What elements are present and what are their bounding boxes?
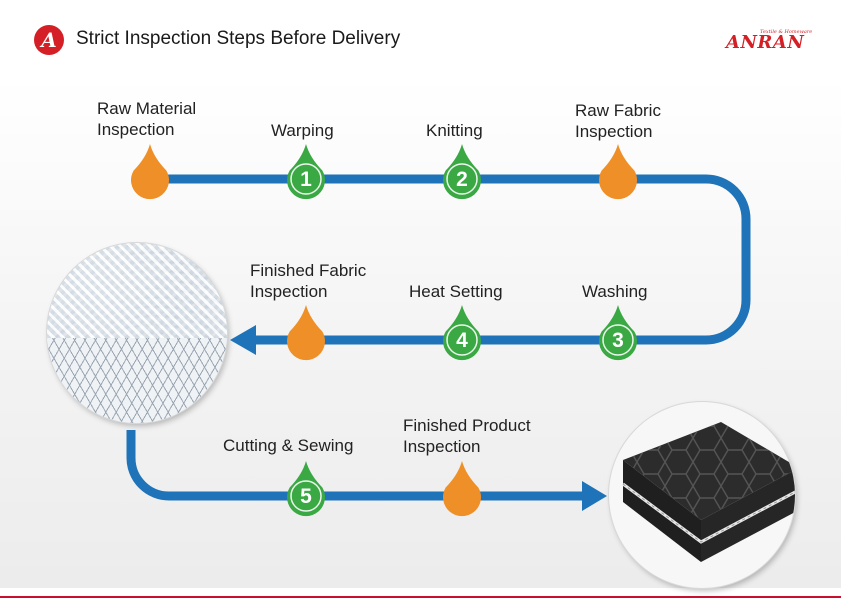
- finished-product-inspection-marker: [443, 461, 481, 517]
- flow-markers: 1 2 3 4 5: [131, 144, 638, 517]
- cutting-sewing-marker: 5: [287, 461, 325, 517]
- finished-product-inspection-label: Finished Product Inspection: [403, 415, 531, 457]
- washing-marker: 3: [599, 305, 638, 361]
- raw-material-inspection-marker-drop: [131, 144, 170, 200]
- raw-fabric-inspection-marker-drop: [598, 144, 637, 200]
- heat-setting-label: Heat Setting: [409, 282, 503, 301]
- mattress-illustration: [622, 422, 795, 562]
- raw-material-inspection-line1: Raw Material: [97, 99, 197, 118]
- arrowhead-left-icon: [230, 325, 256, 355]
- cutting-sewing-marker-ring: [290, 480, 322, 512]
- raw-fabric-inspection-label: Raw Fabric Inspection: [575, 100, 661, 142]
- raw-material-inspection-marker: [131, 144, 170, 200]
- heat-setting-marker-ring: [446, 324, 478, 356]
- finished-fabric-inspection-line2: Inspection: [250, 282, 328, 301]
- flow-lines: [126, 174, 751, 511]
- warping-marker-number: 1: [300, 168, 312, 191]
- logo-wordmark: ANRAN: [726, 32, 805, 53]
- finished-fabric-inspection-marker-drop: [287, 305, 325, 361]
- knitting-marker: 2: [442, 144, 481, 200]
- raw-material-inspection-line2: Inspection: [97, 120, 175, 139]
- flow-line-lower: [126, 430, 586, 501]
- page-title: Strict Inspection Steps Before Delivery: [76, 28, 401, 49]
- anran-logo: Textile & Homeware ANRAN: [726, 28, 816, 56]
- knitting-marker-number: 2: [456, 168, 468, 191]
- raw-fabric-inspection-marker: [598, 144, 637, 200]
- flow-line-main: [150, 174, 751, 345]
- heat-setting-marker-drop: [443, 305, 481, 361]
- arrowhead-right-icon: [582, 481, 607, 511]
- warping-marker: 1: [287, 144, 325, 200]
- washing-label: Washing: [582, 282, 648, 301]
- finished-product-inspection-line1: Finished Product: [403, 416, 531, 435]
- knitting-label: Knitting: [426, 121, 483, 140]
- cutting-sewing-marker-drop: [287, 461, 325, 517]
- warping-marker-drop: [287, 144, 325, 200]
- fabric-mesh-texture: [47, 338, 227, 423]
- washing-marker-number: 3: [612, 329, 624, 352]
- finished-product-inspection-marker-drop: [443, 461, 481, 517]
- heat-setting-marker: 4: [443, 305, 481, 361]
- washing-marker-drop: [599, 305, 638, 361]
- finished-fabric-inspection-marker: [287, 305, 325, 361]
- raw-fabric-inspection-line1: Raw Fabric: [575, 101, 661, 120]
- cutting-sewing-label: Cutting & Sewing: [223, 436, 354, 455]
- brand-badge-icon: A: [34, 25, 64, 55]
- washing-marker-ring: [602, 324, 634, 356]
- heat-setting-marker-number: 4: [456, 329, 468, 352]
- knitting-marker-ring: [446, 163, 478, 195]
- mattress-photo: [609, 402, 795, 588]
- bottom-divider: [0, 596, 841, 598]
- knitting-marker-drop: [442, 144, 481, 200]
- fabric-knit-texture: [47, 243, 227, 353]
- logo-tagline: Textile & Homeware: [760, 29, 813, 35]
- fabric-photo: [47, 243, 227, 423]
- finished-fabric-inspection-label: Finished Fabric Inspection: [250, 260, 366, 302]
- raw-material-inspection-label: Raw Material Inspection: [97, 98, 196, 140]
- finished-fabric-inspection-line1: Finished Fabric: [250, 261, 367, 280]
- warping-marker-ring: [290, 163, 322, 195]
- finished-product-inspection-line2: Inspection: [403, 437, 481, 456]
- raw-fabric-inspection-line2: Inspection: [575, 122, 653, 141]
- warping-label: Warping: [271, 121, 334, 140]
- cutting-sewing-marker-number: 5: [300, 485, 312, 508]
